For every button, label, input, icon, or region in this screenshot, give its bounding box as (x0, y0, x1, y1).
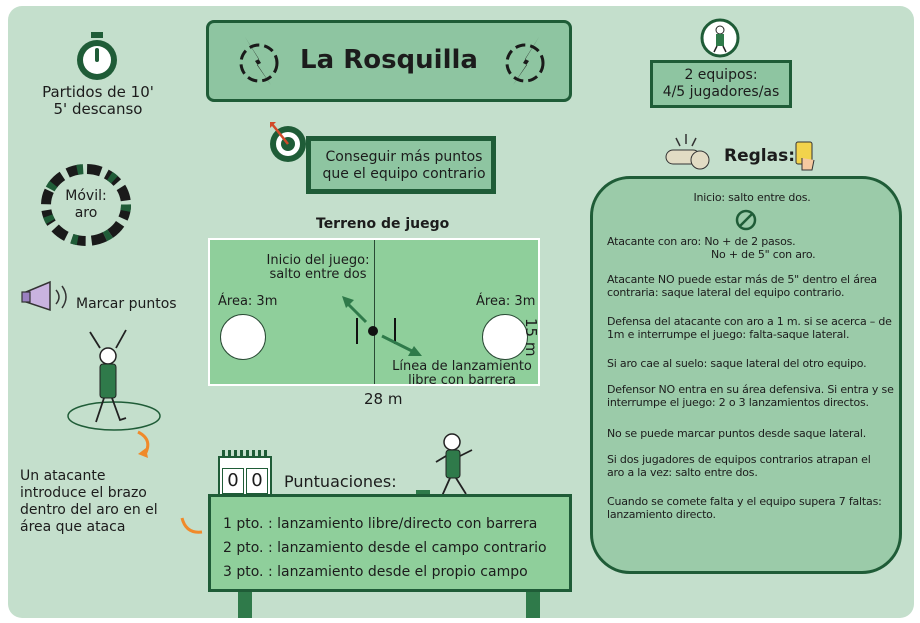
mobile-line1: Móvil: (65, 188, 107, 204)
player-icon (67, 329, 161, 431)
goal-line2: que el equipo contrario (322, 166, 486, 182)
ring-icon (41, 164, 131, 246)
scores-panel: 1 pto. : lanzamiento libre/directo con b… (208, 494, 572, 592)
no-sign-icon (735, 209, 757, 231)
playing-field: Inicio del juego: salto entre dos Área: … (208, 238, 540, 388)
sign-post (238, 592, 252, 618)
field-width: 28 m (364, 390, 403, 408)
rules-title: Reglas: (724, 146, 796, 166)
arrow-icon (381, 334, 422, 356)
rule-line: Defensor NO entra en su área defensiva. … (607, 383, 894, 396)
sign-post (416, 490, 430, 496)
scores-title: Puntuaciones: (284, 472, 397, 491)
rule-line: lanzamiento directo. (607, 508, 716, 521)
teams-box: 2 equipos: 4/5 jugadores/as (650, 60, 792, 108)
scoring-label: Marcar puntos (76, 296, 177, 312)
free-throw-line: libre con barrera (408, 373, 516, 388)
scoring-desc-line: introduce el brazo (20, 485, 147, 501)
rule-5: Defensor NO entra en su área defensiva. … (607, 383, 897, 409)
center-dot (368, 326, 378, 336)
rule-line: 1m e interrumpe el juego: falta-saque la… (607, 328, 850, 341)
teams-line1: 2 equipos: (684, 67, 758, 83)
goal-text: Conseguir más puntos que el equipo contr… (315, 149, 493, 183)
lightning-ring-icon (505, 37, 545, 85)
free-throw-mark (394, 318, 396, 344)
player-icon (700, 18, 740, 58)
right-area (482, 314, 528, 360)
rule-line: Defensa del atacante con aro a 1 m. si s… (607, 315, 892, 328)
scoring-description: Un atacante introduce el brazo dentro de… (20, 468, 196, 536)
score-digit: 0 (246, 468, 268, 494)
rule-1: Atacante con aro: No + de 2 pasos. No + … (607, 235, 897, 261)
sign-post (526, 592, 540, 618)
start-label-line: Inicio del juego: (266, 253, 370, 268)
mobile-label: Móvil: aro (50, 188, 122, 222)
scoring-desc-line: dentro del aro en el (20, 502, 158, 518)
megaphone-icon (21, 280, 67, 312)
match-duration: Partidos de 10' 5' descanso (38, 84, 158, 118)
rule-line: Atacante con aro: No + de 2 pasos. (607, 235, 796, 248)
rule-start: Inicio: salto entre dos. (693, 191, 811, 204)
scoreboard-rings (222, 450, 270, 456)
arrow-icon (342, 296, 368, 324)
score-item: 3 pto. : lanzamiento desde el propio cam… (223, 564, 528, 580)
teams-line2: 4/5 jugadores/as (662, 84, 780, 100)
rule-line: Cuando se comete falta y el equipo super… (607, 495, 882, 508)
scoring-desc-line: área que ataca (20, 519, 126, 535)
rule-2: Atacante NO puede estar más de 5" dentro… (607, 273, 897, 299)
score-item: 1 pto. : lanzamiento libre/directo con b… (223, 516, 538, 532)
stopwatch-icon (77, 32, 117, 80)
free-throw-label: Línea de lanzamiento libre con barrera (388, 360, 536, 388)
rule-line: Si aro cae al suelo: saque lateral del o… (607, 357, 867, 370)
rule-line: contraria: saque lateral del equipo cont… (607, 286, 845, 299)
goal-line1: Conseguir más puntos (325, 149, 483, 165)
rule-3: Defensa del atacante con aro a 1 m. si s… (607, 315, 897, 341)
free-throw-mark (356, 318, 358, 344)
player-icon (435, 433, 473, 497)
lightning-ring-icon (239, 37, 279, 85)
match-break-line2: 5' descanso (53, 100, 143, 118)
teams-text: 2 equipos: 4/5 jugadores/as (653, 67, 789, 101)
rule-6: No se puede marcar puntos desde saque la… (607, 427, 897, 440)
target-icon (270, 122, 306, 162)
scoreboard-icon: 0 0 (218, 450, 272, 496)
rule-8: Cuando se comete falta y el equipo super… (607, 495, 897, 521)
area-right-label: Área: 3m (476, 294, 536, 309)
arrow-icon (137, 430, 150, 458)
field-title: Terreno de juego (316, 216, 450, 232)
rule-line: interrumpe el juego: 2 o 3 lanzamientos … (607, 396, 869, 409)
page-title: La Rosquilla (300, 45, 478, 75)
score-item: 2 pto. : lanzamiento desde el campo cont… (223, 540, 547, 556)
field-height: 15 m (522, 318, 540, 357)
rule-line: Atacante NO puede estar más de 5" dentro… (607, 273, 877, 286)
rule-line: aro a la vez: salto entre dos. (607, 466, 758, 479)
rules-panel: Inicio: salto entre dos. Atacante con ar… (590, 176, 902, 574)
rule-line: No + de 5" con aro. (711, 248, 816, 261)
whistle-icon (665, 134, 710, 170)
left-area (220, 314, 266, 360)
rule-line: Si dos jugadores de equipos contrarios a… (607, 453, 871, 466)
score-digit: 0 (222, 468, 244, 494)
card-icon (795, 141, 815, 171)
start-label: Inicio del juego: salto entre dos (258, 254, 378, 282)
center-line (374, 240, 375, 384)
match-duration-line1: Partidos de 10' (42, 83, 154, 101)
mobile-line2: aro (74, 205, 98, 221)
scoring-desc-line: Un atacante (20, 468, 106, 484)
arrow-icon (180, 517, 203, 534)
area-left-label: Área: 3m (218, 294, 278, 309)
free-throw-line: Línea de lanzamiento (392, 359, 532, 374)
rule-4: Si aro cae al suelo: saque lateral del o… (607, 357, 897, 370)
title-banner: La Rosquilla (206, 20, 572, 102)
goal-box: Conseguir más puntos que el equipo contr… (306, 136, 496, 194)
rule-7: Si dos jugadores de equipos contrarios a… (607, 453, 897, 479)
rule-line: No se puede marcar puntos desde saque la… (607, 427, 867, 440)
start-label-line: salto entre dos (269, 267, 367, 282)
